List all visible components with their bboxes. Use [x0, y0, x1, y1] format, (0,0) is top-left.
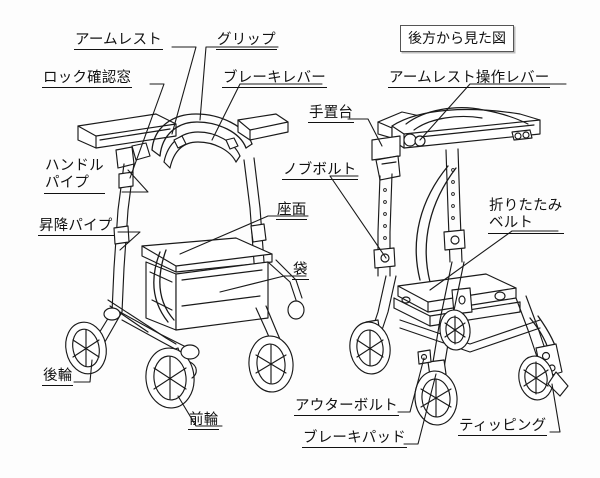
label-knob-bolt: ノブボルト	[282, 162, 358, 180]
rear-wheel-right-view	[349, 321, 391, 375]
label-seat-surface: 座面	[276, 202, 308, 220]
front-wheel-left-far	[248, 335, 294, 393]
label-armrest: アームレスト	[74, 32, 163, 50]
label-brake-lever: ブレーキレバー	[222, 70, 327, 88]
mid-wheel-right-view	[439, 309, 471, 351]
label-armrest-lever: アームレスト操作レバー	[388, 70, 551, 88]
tipping-wheel	[518, 355, 554, 401]
label-brake-pad: ブレーキパッド	[302, 430, 407, 448]
front-wheel-left	[145, 347, 197, 409]
front-wheel-right-view	[414, 370, 458, 426]
label-handle-pipe: ハンドル パイプ	[44, 158, 105, 194]
label-tipping: ティッピング	[458, 418, 548, 436]
view-title-box: 後方から見た図	[400, 25, 514, 52]
label-folding-belt: 折りたたみ ベルト	[488, 198, 564, 234]
right-walker-view	[349, 107, 569, 426]
label-lift-pipe: 昇降パイプ	[38, 218, 114, 236]
label-grip: グリップ	[216, 32, 277, 50]
label-rear-wheel: 後輪	[42, 368, 74, 386]
label-lock-window: ロック確認窓	[42, 70, 133, 88]
label-bag: 袋	[292, 262, 309, 280]
left-walker-view	[65, 113, 305, 409]
label-outer-bolt: アウターボルト	[294, 398, 399, 416]
label-front-wheel: 前輪	[188, 412, 220, 430]
rear-wheel-left	[65, 321, 107, 375]
label-hand-rest: 手置台	[308, 105, 355, 123]
leader-lines	[73, 46, 567, 445]
